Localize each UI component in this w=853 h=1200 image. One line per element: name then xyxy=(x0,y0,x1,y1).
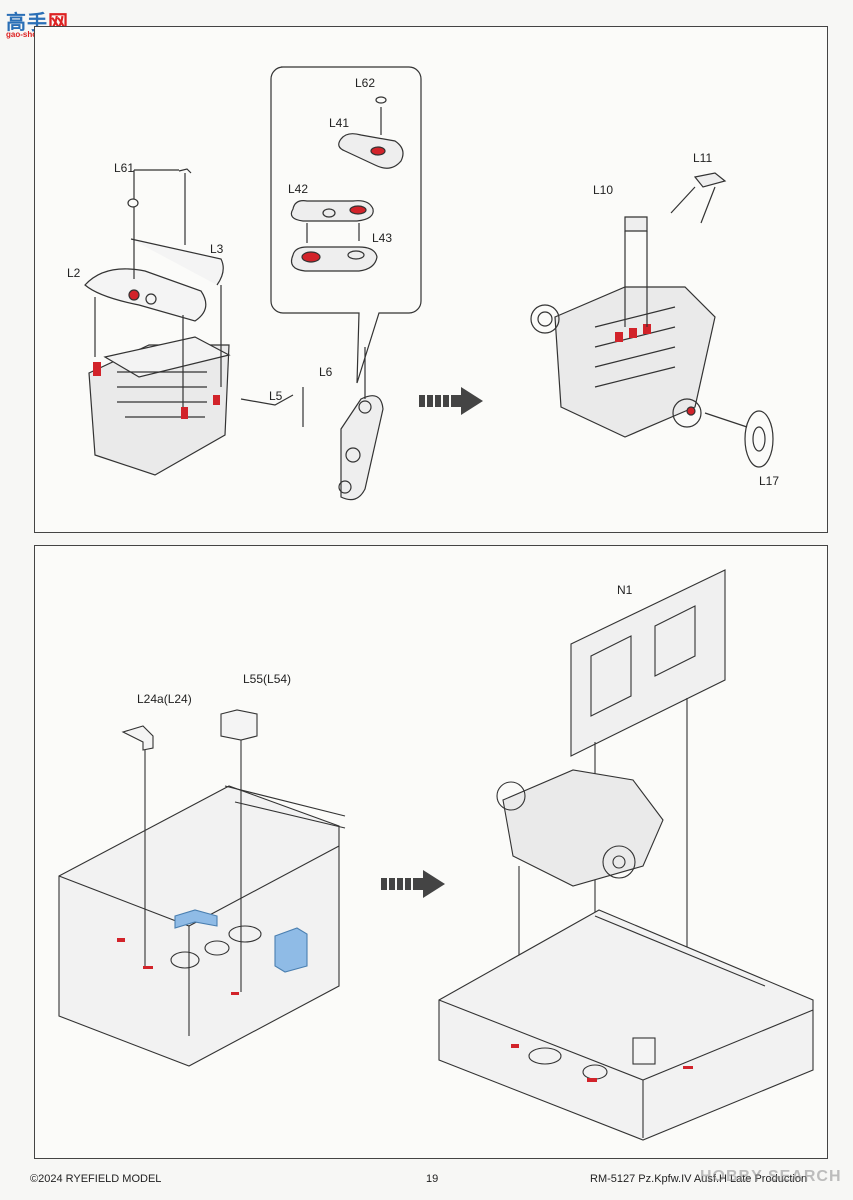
assembly-step-hull: L24a(L24) L55(L54) N1 xyxy=(34,545,828,1159)
watermark-url: gao-shou.com xyxy=(6,30,61,39)
part-l62 xyxy=(375,96,387,104)
part-blue-bracket-b xyxy=(274,927,308,973)
label-l10: L10 xyxy=(593,183,613,197)
hull-left xyxy=(58,785,340,1067)
label-l6: L6 xyxy=(319,365,333,379)
label-l55: L55(L54) xyxy=(243,672,291,686)
part-l2 xyxy=(84,268,207,322)
part-l11 xyxy=(693,172,727,188)
label-l43: L43 xyxy=(372,231,392,245)
engine-assembled xyxy=(554,286,716,438)
part-blue-bracket-a xyxy=(174,909,218,929)
label-l24a: L24a(L24) xyxy=(137,692,192,706)
part-l3 xyxy=(130,238,224,286)
label-l61: L61 xyxy=(114,161,134,175)
label-l42: L42 xyxy=(288,182,308,196)
label-l2: L2 xyxy=(67,266,81,280)
part-l24a xyxy=(121,725,154,751)
label-l3: L3 xyxy=(210,242,224,256)
hull-assembly-illustration: L24a(L24) L55(L54) N1 xyxy=(58,569,814,1141)
footer-product-code: RM-5127 Pz.Kpfw.IV Ausf.H Late Productio… xyxy=(590,1173,808,1185)
label-l11: L11 xyxy=(693,151,712,165)
part-l61 xyxy=(127,198,139,208)
hull-right xyxy=(438,909,814,1141)
part-l5 xyxy=(240,394,294,406)
label-n1: N1 xyxy=(617,583,633,597)
callout-bubble xyxy=(270,66,422,384)
part-l17 xyxy=(744,410,774,468)
label-l5: L5 xyxy=(269,389,283,403)
engine-in-hull xyxy=(502,769,664,887)
part-l55 xyxy=(220,709,258,741)
page-number: 19 xyxy=(426,1173,439,1185)
label-l62: L62 xyxy=(355,76,375,90)
part-l10 xyxy=(624,216,648,232)
label-l17: L17 xyxy=(759,474,779,488)
assembly-step-engine: L61 L3 L2 L62 L41 L42 L43 L5 L6 L11 L10 … xyxy=(34,26,828,533)
footer-copyright: ©2024 RYEFIELD MODEL xyxy=(30,1173,162,1185)
hobbysearch-watermark: HOBBY SEARCH xyxy=(700,1168,842,1185)
part-l42 xyxy=(290,200,374,222)
label-l41: L41 xyxy=(329,116,349,130)
part-flange xyxy=(340,395,384,501)
progress-arrow-bottom xyxy=(381,870,445,898)
engine-assembly-illustration: L61 L3 L2 L62 L41 L42 L43 L5 L6 L11 L10 … xyxy=(67,66,779,501)
part-n1 xyxy=(570,569,726,757)
progress-arrow-top xyxy=(419,387,483,415)
engine-block-left xyxy=(88,344,230,476)
